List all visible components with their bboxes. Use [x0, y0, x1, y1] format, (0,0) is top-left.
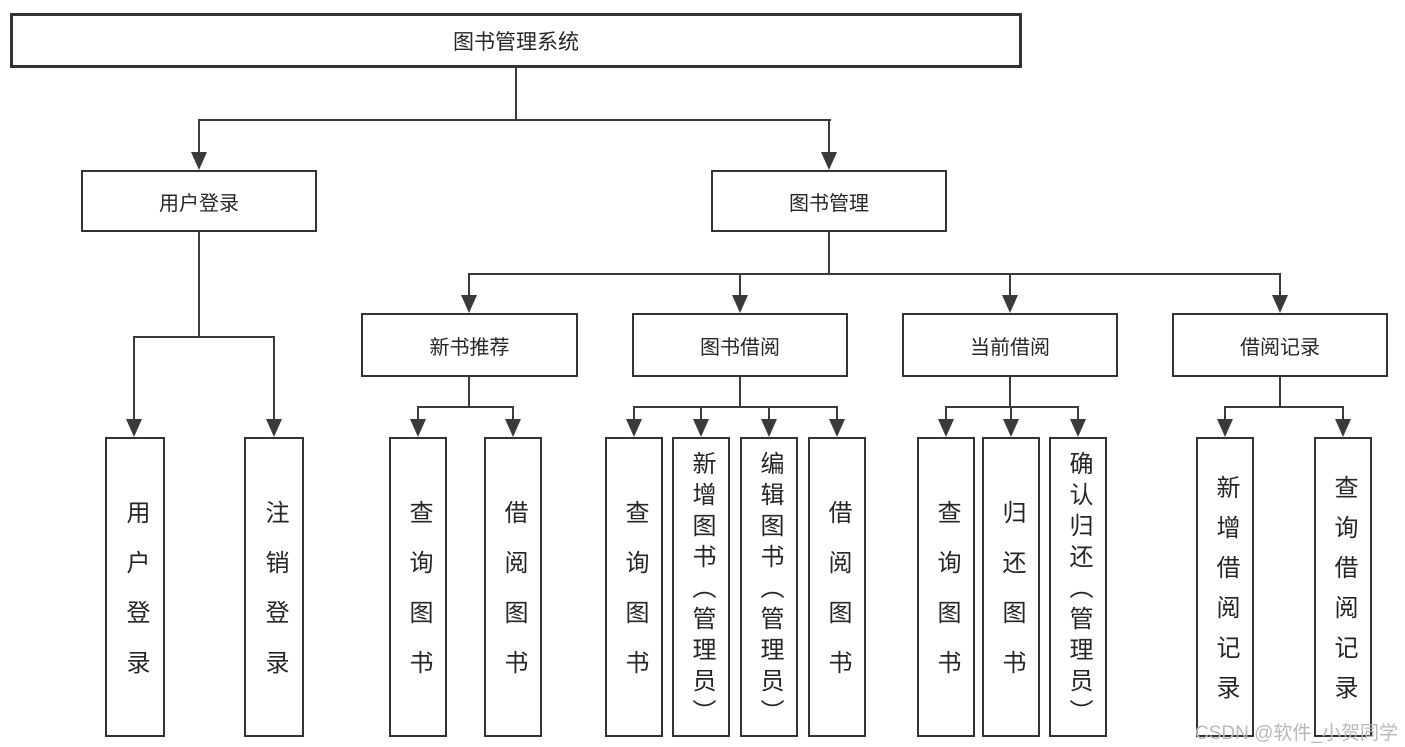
connector-book-borrowing-branch: [633, 406, 837, 408]
arrow-down-icon: [410, 419, 426, 437]
leaf-current-return-book-label: 归还图书: [998, 500, 1025, 700]
node-borrowing-records-label: 借阅记录: [1240, 336, 1320, 359]
connector-borrowing-records-branch: [1224, 406, 1344, 408]
leaf-borrow-add-book-admin-label: 新增图书（管理员）: [688, 451, 715, 730]
leaf-record-query-record: 查询借阅记录: [1314, 437, 1372, 737]
arrow-down-icon: [1335, 419, 1351, 437]
node-user-login-label: 用户登录: [159, 192, 239, 215]
leaf-borrow-edit-book-admin: 编辑图书（管理员）: [740, 437, 798, 737]
leaf-record-query-record-label: 查询借阅记录: [1330, 475, 1357, 715]
leaf-newbook-query-book: 查询图书: [389, 437, 447, 737]
leaf-newbook-query-book-label: 查询图书: [405, 500, 432, 700]
node-root: 图书管理系统: [10, 13, 1022, 68]
arrow-down-icon: [938, 419, 954, 437]
node-book-borrowing: 图书借阅: [632, 313, 848, 377]
leaf-logout-label: 注销登录: [261, 500, 288, 700]
arrow-down-icon: [829, 419, 845, 437]
node-new-book-recommend: 新书推荐: [361, 313, 578, 377]
connector-drop-leaf: [700, 406, 702, 421]
node-book-management-label: 图书管理: [789, 192, 869, 215]
arrow-down-icon: [1070, 419, 1086, 437]
leaf-current-query-book: 查询图书: [917, 437, 975, 737]
arrow-down-icon: [461, 295, 477, 313]
node-current-borrowing-label: 当前借阅: [970, 336, 1050, 359]
connector-drop-leaf: [836, 406, 838, 421]
leaf-current-confirm-return-admin: 确认归还（管理员）: [1049, 437, 1107, 737]
arrow-down-icon: [693, 419, 709, 437]
leaf-borrow-borrow-book-label: 借阅图书: [824, 500, 851, 700]
connector-drop-l3: [1279, 273, 1281, 297]
connector-root-stem: [515, 68, 517, 120]
connector-drop-user-login: [198, 119, 200, 154]
connector-book-borrowing-stem: [739, 377, 741, 408]
connector-drop-l3: [739, 273, 741, 297]
node-root-label: 图书管理系统: [453, 30, 579, 54]
connector-drop-leaf: [417, 406, 419, 421]
node-book-borrowing-label: 图书借阅: [700, 336, 780, 359]
connector-user-login-stem: [198, 232, 200, 338]
connector-drop-leaf: [945, 406, 947, 421]
arrow-down-icon: [1217, 419, 1233, 437]
connector-new-book-branch: [417, 406, 514, 408]
leaf-borrow-add-book-admin: 新增图书（管理员）: [672, 437, 730, 737]
connector-drop-leaf: [1010, 406, 1012, 421]
leaf-current-confirm-return-admin-label: 确认归还（管理员）: [1065, 451, 1092, 730]
csdn-watermark: CSDN @软件_小贺同学: [1195, 723, 1398, 744]
arrow-down-icon: [191, 152, 207, 170]
leaf-borrow-query-book-label: 查询图书: [621, 500, 648, 700]
arrow-down-icon: [761, 419, 777, 437]
arrow-down-icon: [821, 152, 837, 170]
connector-drop-l3: [1009, 273, 1011, 297]
arrow-down-icon: [732, 295, 748, 313]
leaf-newbook-borrow-book-label: 借阅图书: [500, 500, 527, 700]
connector-drop-leaf: [1077, 406, 1079, 421]
connector-borrowing-records-stem: [1279, 377, 1281, 408]
arrow-down-icon: [126, 419, 142, 437]
leaf-logout: 注销登录: [244, 437, 304, 737]
connector-drop-leaf: [1342, 406, 1344, 421]
leaf-current-query-book-label: 查询图书: [933, 500, 960, 700]
connector-user-login-branch: [133, 336, 275, 338]
leaf-borrow-edit-book-admin-label: 编辑图书（管理员）: [756, 451, 783, 730]
connector-drop-leaf: [633, 406, 635, 421]
connector-drop-book-management: [828, 119, 830, 154]
connector-drop-leaf: [768, 406, 770, 421]
connector-drop-leaf: [1224, 406, 1226, 421]
node-user-login: 用户登录: [81, 170, 317, 232]
arrow-down-icon: [1003, 419, 1019, 437]
leaf-borrow-query-book: 查询图书: [605, 437, 663, 737]
leaf-borrow-borrow-book: 借阅图书: [808, 437, 866, 737]
arrow-down-icon: [626, 419, 642, 437]
connector-drop-leaf: [273, 336, 275, 421]
arrow-down-icon: [266, 419, 282, 437]
leaf-current-return-book: 归还图书: [982, 437, 1040, 737]
connector-drop-leaf: [133, 336, 135, 421]
leaf-user-login-label: 用户登录: [122, 500, 149, 700]
leaf-record-add-record-label: 新增借阅记录: [1212, 475, 1239, 715]
node-current-borrowing: 当前借阅: [902, 313, 1118, 377]
node-borrowing-records: 借阅记录: [1172, 313, 1388, 377]
connector-new-book-stem: [468, 377, 470, 408]
connector-book-management-branch: [468, 273, 1281, 275]
connector-current-borrowing-branch: [945, 406, 1079, 408]
arrow-down-icon: [1002, 295, 1018, 313]
connector-root-branch: [198, 119, 831, 121]
leaf-record-add-record: 新增借阅记录: [1196, 437, 1254, 737]
leaf-user-login: 用户登录: [105, 437, 165, 737]
connector-book-management-stem: [828, 232, 830, 275]
node-new-book-recommend-label: 新书推荐: [429, 336, 510, 359]
arrow-down-icon: [505, 419, 521, 437]
connector-drop-l3: [468, 273, 470, 297]
arrow-down-icon: [1272, 295, 1288, 313]
node-book-management: 图书管理: [711, 170, 947, 232]
leaf-newbook-borrow-book: 借阅图书: [484, 437, 542, 737]
connector-current-borrowing-stem: [1009, 377, 1011, 408]
connector-drop-leaf: [512, 406, 514, 421]
